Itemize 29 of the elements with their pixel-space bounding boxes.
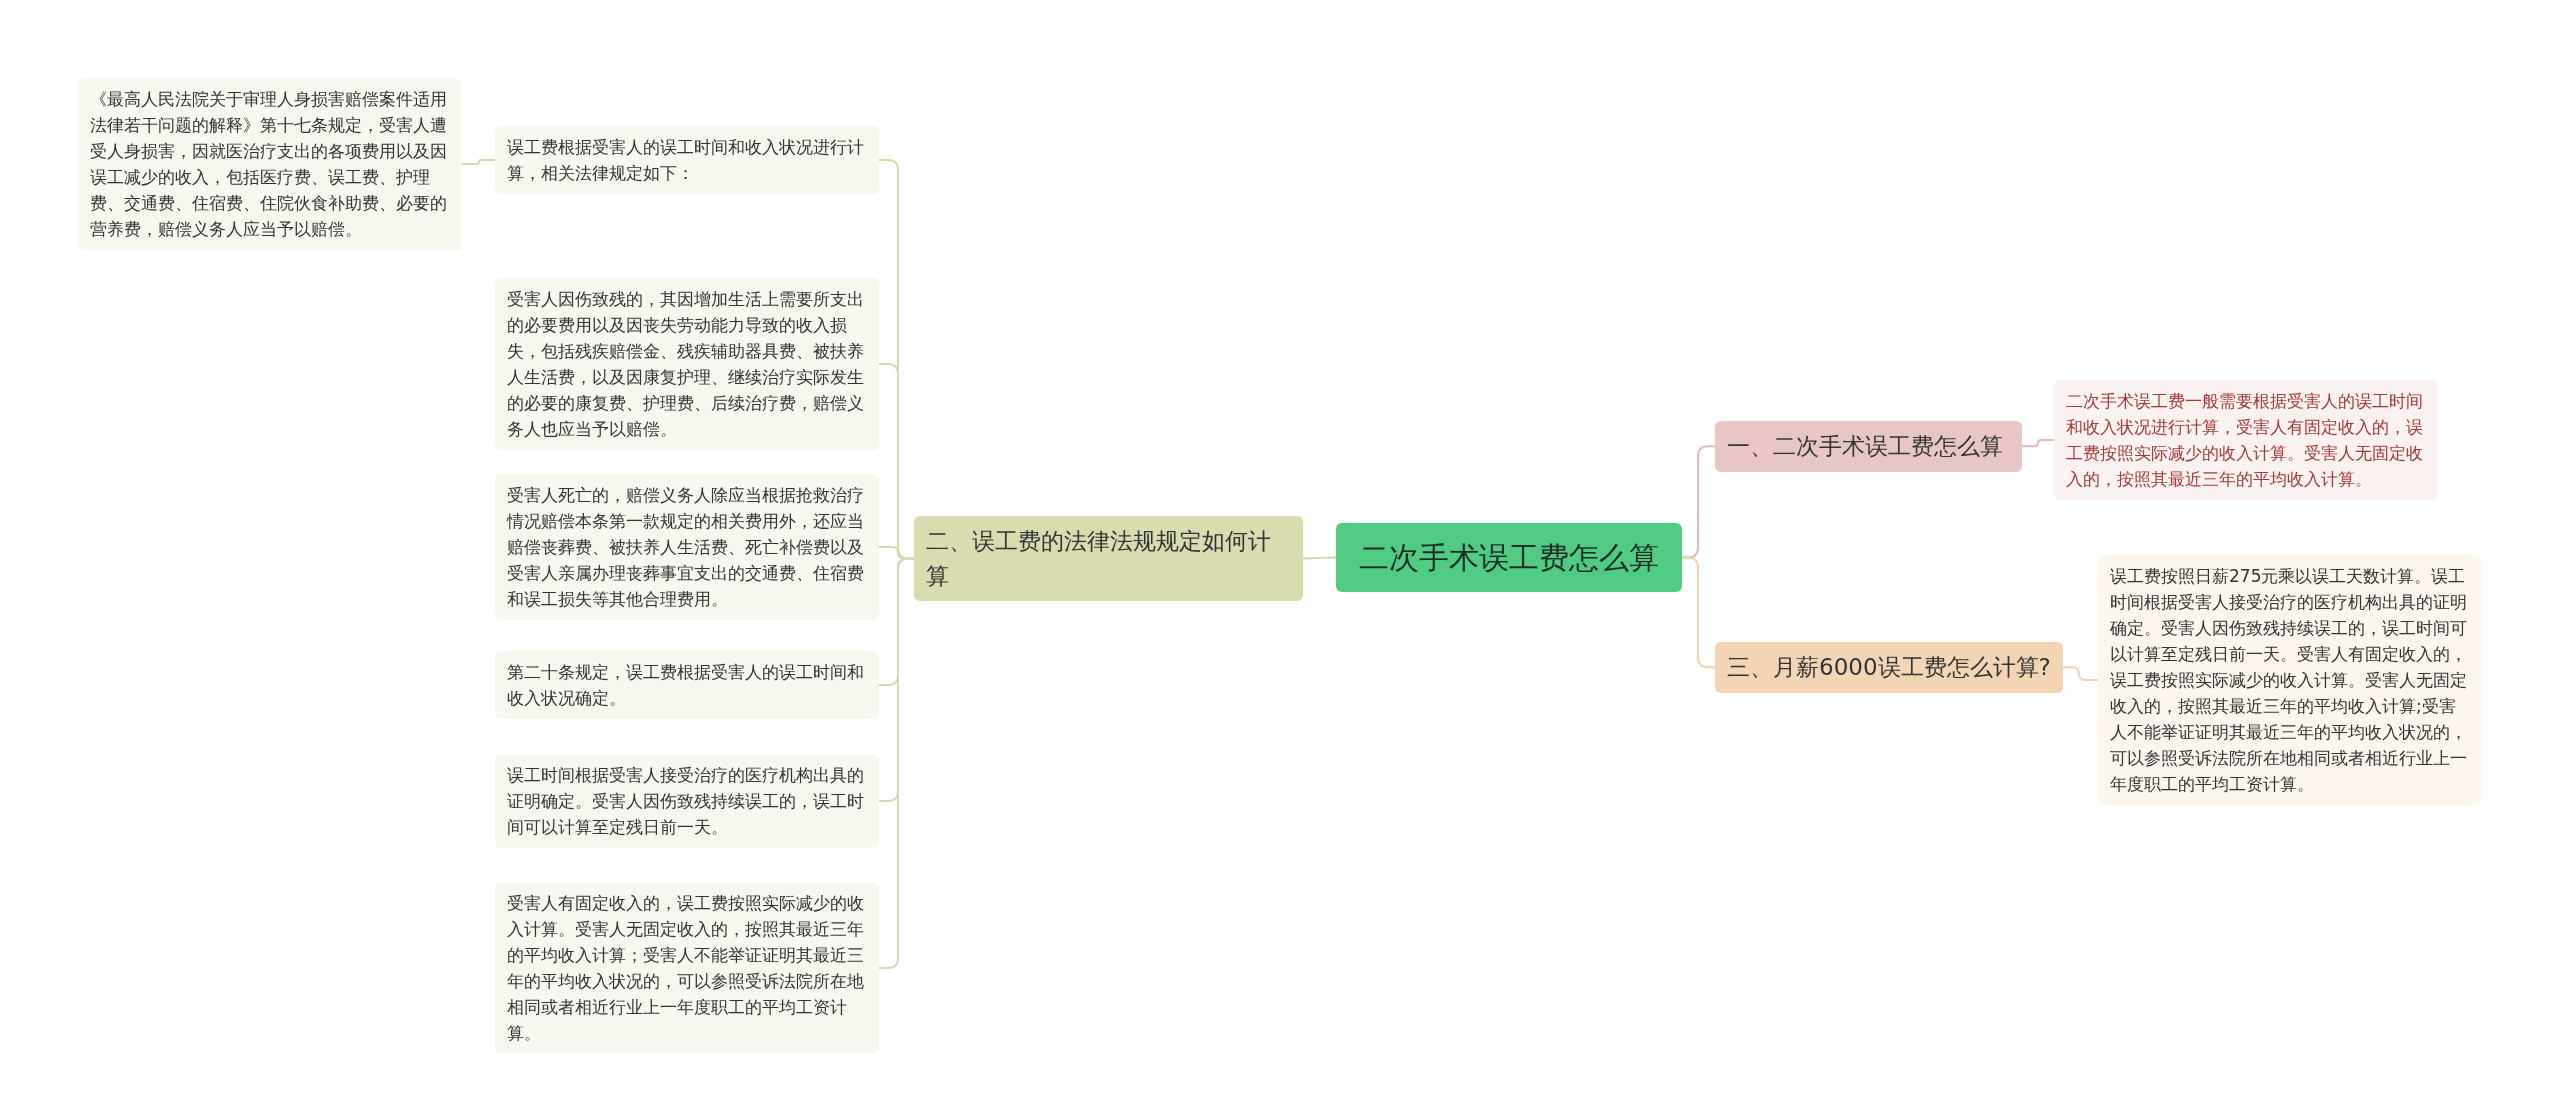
topic-text: 受害人死亡的，赔偿义务人除应当根据抢救治疗情况赔偿本条第一款规定的相关费用外，还应当赔偿丧葬费、被扶养人生活费、死亡补偿费以及受害人亲属办理丧葬事宜支出的交通费、住宿费和误工损失等其他合理费用。 <box>507 484 865 611</box>
connector-line <box>461 159 496 165</box>
connector-line <box>2062 666 2099 681</box>
leaf-note <box>78 78 462 250</box>
leaf-note <box>2054 380 2438 500</box>
leaf-note <box>495 126 879 194</box>
topic-text: 《最高人民法院关于审理人身损害赔偿案件适用法律若干问题的解释》第十七条规定，受害人遭受人身损害，因就医治疗支出的各项费用以及因误工减少的收入，包括医疗费、误工费、护理费、交通费、住宿费、住院伙食补助费、必要的营养费，赔偿义务人应当予以赔偿。 <box>90 88 448 241</box>
leaf-note <box>495 651 879 719</box>
branch-topic <box>1715 421 2022 472</box>
topic-text: 三、月薪6000误工费怎么计算? <box>1727 653 2051 682</box>
topic-text: 一、二次手术误工费怎么算 <box>1727 432 2004 461</box>
topic-text: 二次手术误工费怎么算 <box>1358 539 1660 577</box>
topic-text: 受害人因伤致残的，其因增加生活上需要所支出的必要费用以及因丧失劳动能力导致的收入损失，包括残疾赔偿金、残疾辅助器具费、被扶养人生活费，以及因康复护理、继续治疗实际发生的必要的康复费、护理费、后续治疗费，赔偿义务人也应当予以赔偿。 <box>507 288 865 441</box>
branch-topic <box>914 516 1303 601</box>
connector-line <box>1302 556 1337 560</box>
topic-text: 第二十条规定，误工费根据受害人的误工时间和收入状况确定。 <box>507 661 865 710</box>
leaf-note <box>495 754 879 848</box>
topic-text: 误工费根据受害人的误工时间和收入状况进行计算，相关法律规定如下： <box>507 136 865 185</box>
leaf-note <box>495 278 879 450</box>
topic-text: 受害人有固定收入的，误工费按照实际减少的收入计算。受害人无固定收入的，按照其最近三年的平均收入计算；受害人不能举证证明其最近三年的平均收入状况的，可以参照受诉法院所在地相同或者相近行业上一年度职工的平均工资计算。 <box>507 892 865 1045</box>
topic-text: 误工时间根据受害人接受治疗的医疗机构出具的证明确定。受害人因伤致残持续误工的，误工时间可以计算至定残日前一天。 <box>507 764 865 839</box>
topic-text: 二、误工费的法律法规规定如何计算 <box>926 527 1272 591</box>
leaf-note <box>495 882 879 1054</box>
connector-line <box>2021 439 2055 448</box>
leaf-note <box>495 474 879 620</box>
topic-text: 误工费按照日薪275元乘以误工天数计算。误工时间根据受害人接受治疗的医疗机构出具的证明确定。受害人因伤致残持续误工的，误工时间可以计算至定残日前一天。受害人有固定收入的，误工费按照实际减少的收入计算。受害人无固定收入的，按照其最近三年的平均收入计算;受害人不能举证证明其最近三年的平均收入状况的，可以参照受诉法院所在地相同或者相近行业上一年度职工的平均工资计算。 <box>2110 565 2468 796</box>
root-topic <box>1336 523 1682 592</box>
branch-topic <box>1715 642 2063 693</box>
topic-text: 二次手术误工费一般需要根据受害人的误工时间和收入状况进行计算，受害人有固定收入的，误工费按照实际减少的收入计算。受害人无固定收入的，按照其最近三年的平均收入计算。 <box>2066 390 2424 491</box>
